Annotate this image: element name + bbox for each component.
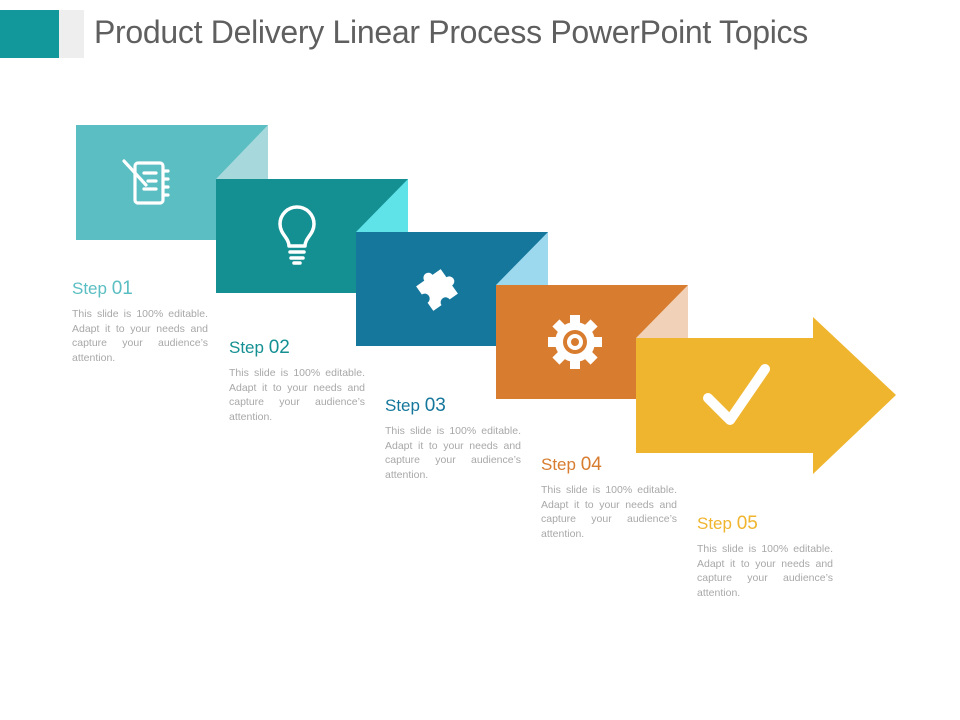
step-5-number: 05 [736, 513, 758, 534]
step-3-text: Step 03 This slide is 100% editable. Ada… [385, 396, 521, 482]
gear-tooth [570, 357, 580, 369]
step-2-number: 02 [268, 337, 290, 358]
lightbulb-icon [278, 205, 316, 265]
step-1-label-word: Step [72, 279, 107, 298]
step-1-number: 01 [111, 278, 133, 299]
step-4-label: Step 04 [541, 455, 677, 475]
step-5-label-word: Step [697, 514, 732, 533]
title-accent-bar [0, 10, 59, 58]
step-1-description: This slide is 100% editable. Adapt it to… [72, 308, 208, 364]
step-4-label-word: Step [541, 455, 576, 474]
step-4-description: This slide is 100% editable. Adapt it to… [541, 484, 677, 540]
slide-title: Product Delivery Linear Process PowerPoi… [94, 14, 808, 50]
step-5-block [636, 317, 896, 474]
step-2-label-word: Step [229, 338, 264, 357]
step-5-arrow [636, 317, 896, 474]
gear-icon [548, 315, 602, 369]
step-4-number: 04 [580, 454, 602, 475]
step-4-text: Step 04 This slide is 100% editable. Ada… [541, 455, 677, 541]
step-3-label-word: Step [385, 396, 420, 415]
checkmark-icon [703, 364, 770, 425]
puzzle-icon [416, 269, 458, 311]
step-1-text: Step 01 This slide is 100% editable. Ada… [72, 279, 208, 365]
step-3-label: Step 03 [385, 396, 521, 416]
step-1-label: Step 01 [72, 279, 208, 299]
step-5-text: Step 05 This slide is 100% editable. Ada… [697, 514, 833, 600]
step-3-number: 03 [424, 395, 446, 416]
title-accent-bar-light [59, 10, 84, 58]
step-5-description: This slide is 100% editable. Adapt it to… [697, 543, 833, 599]
step-2-label: Step 02 [229, 338, 365, 358]
gear-tooth [570, 315, 580, 327]
notebook-icon [122, 159, 170, 205]
step-5-label: Step 05 [697, 514, 833, 534]
step-3-description: This slide is 100% editable. Adapt it to… [385, 425, 521, 481]
step-2-description: This slide is 100% editable. Adapt it to… [229, 367, 365, 423]
step-2-text: Step 02 This slide is 100% editable. Ada… [229, 338, 365, 424]
